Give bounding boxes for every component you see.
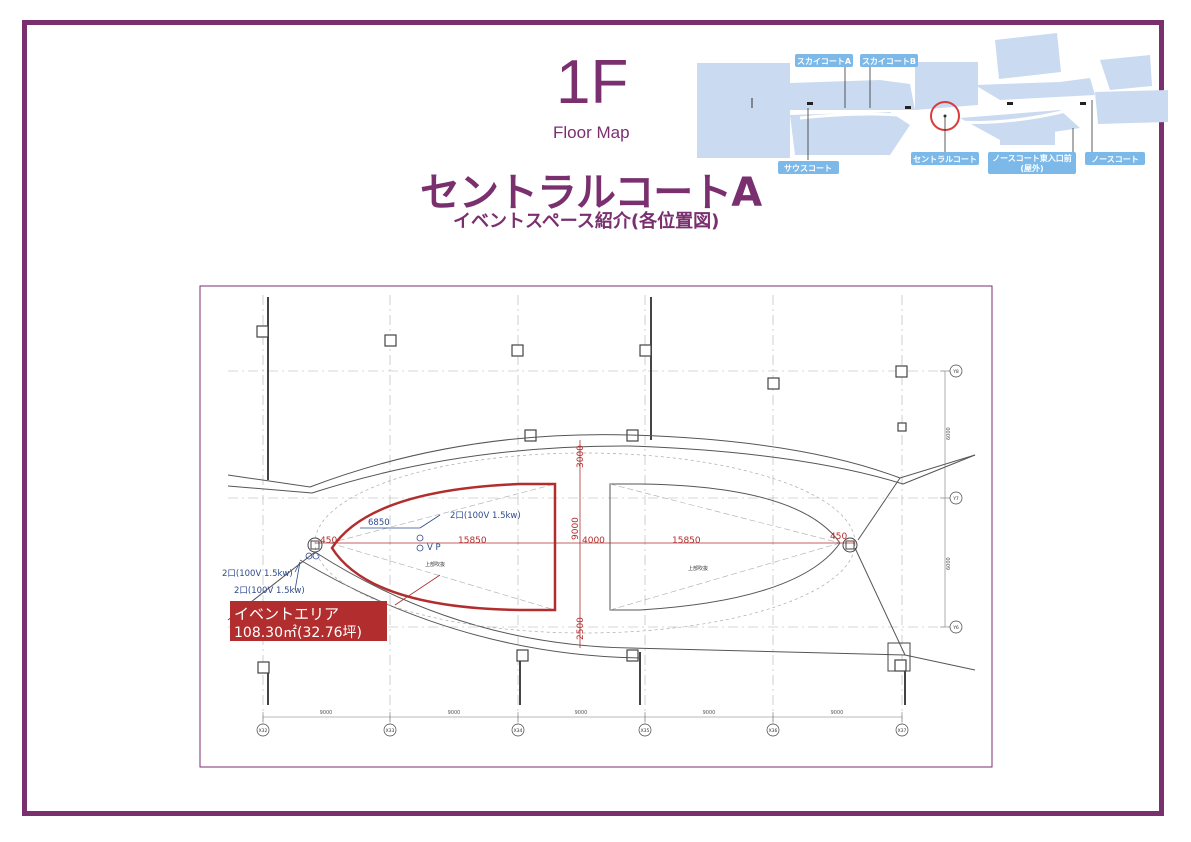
span-label: 6000 <box>946 427 952 440</box>
void-cross <box>329 483 841 611</box>
grid-bubble-label: X37 <box>898 728 907 734</box>
key-map-block <box>790 80 915 110</box>
floor-number: 1F <box>556 48 629 117</box>
event-area-outline <box>330 482 557 612</box>
dim-label: 9000 <box>571 517 581 540</box>
key-label-centralcourt <box>911 152 979 165</box>
vp-label: V P <box>427 543 441 553</box>
dim-label: 2500 <box>576 617 586 640</box>
dim-label: 3000 <box>576 445 586 468</box>
page-frame <box>22 20 1164 816</box>
key-label-northcourt-east <box>988 152 1076 174</box>
key-map-block <box>790 112 910 155</box>
event-area-size: 108.30㎡(32.76坪) <box>234 625 362 641</box>
walls <box>267 297 906 705</box>
grid-bubble-label: X36 <box>769 728 778 734</box>
dimension-lines <box>315 440 855 648</box>
fixtures <box>307 537 911 672</box>
key-label-text: (屋外) <box>1020 163 1043 173</box>
event-area-callout <box>230 601 387 641</box>
key-label-skycourt-a <box>795 54 853 67</box>
page-subtitle: イベントスペース紹介(各位置図) <box>453 211 720 232</box>
grid-bubble-label: X35 <box>641 728 650 734</box>
key-map: スカイコートA スカイコートB サウスコート セントラルコート ノースコート東入… <box>697 33 1168 174</box>
floor-map-caption: Floor Map <box>553 123 630 142</box>
floor-plan: 3000 9000 4000 2500 15850 15850 450 450 … <box>199 285 993 768</box>
key-map-block <box>1000 120 1055 145</box>
grid-bubble-label: Y6 <box>952 625 959 631</box>
key-map-block <box>697 63 790 158</box>
key-map-block <box>975 78 1095 100</box>
void-outline <box>609 483 841 611</box>
void-note: 上部吹抜 <box>425 561 445 568</box>
dim-label: 6850 <box>368 518 390 528</box>
dim-label: 4000 <box>582 536 605 546</box>
span-label: 9000 <box>575 710 588 716</box>
outlet-label: 2口(100V 1.5kw) <box>450 511 521 521</box>
key-label-text: ノースコート東入口前 <box>992 153 1072 163</box>
void-note: 上部吹抜 <box>688 565 708 572</box>
key-label-southcourt <box>778 161 839 174</box>
span-label: 6000 <box>946 557 952 570</box>
outlet-label: 2口(100V 1.5kw) <box>234 586 305 596</box>
key-label-text: セントラルコート <box>913 155 977 164</box>
key-label-text: スカイコートB <box>862 57 916 66</box>
event-area-label: イベントエリア <box>234 605 339 623</box>
grid-bubble-label: X34 <box>514 728 523 734</box>
span-label: 9000 <box>448 710 461 716</box>
grid-lines <box>228 295 950 725</box>
grid-bubble-label: X33 <box>386 728 395 734</box>
key-map-block <box>1095 90 1168 124</box>
grid-bubble-label: X32 <box>259 728 268 734</box>
dim-label: 450 <box>830 532 847 542</box>
key-label-northcourt <box>1085 152 1145 165</box>
key-label-text: サウスコート <box>784 164 832 173</box>
span-label: 9000 <box>703 710 716 716</box>
key-map-block <box>995 33 1061 79</box>
plan-border <box>199 285 993 768</box>
span-label: 9000 <box>320 710 333 716</box>
key-label-text: ノースコート <box>1091 155 1139 164</box>
key-label-skycourt-b <box>860 54 918 67</box>
span-label: 9000 <box>831 710 844 716</box>
grid-bubble-label: Y7 <box>952 496 959 502</box>
balcony-edges <box>227 434 976 671</box>
key-map-block <box>915 62 978 110</box>
key-label-text: スカイコートA <box>797 57 852 66</box>
dim-label: 450 <box>320 536 337 546</box>
page-title: セントラルコートA <box>420 170 762 216</box>
dim-label: 15850 <box>672 536 701 546</box>
grid-bubble-label: Y8 <box>952 369 959 375</box>
dim-label: 15850 <box>458 536 487 546</box>
outlet-label: 2口(100V 1.5kw) <box>222 569 293 579</box>
key-map-block <box>1100 55 1152 90</box>
